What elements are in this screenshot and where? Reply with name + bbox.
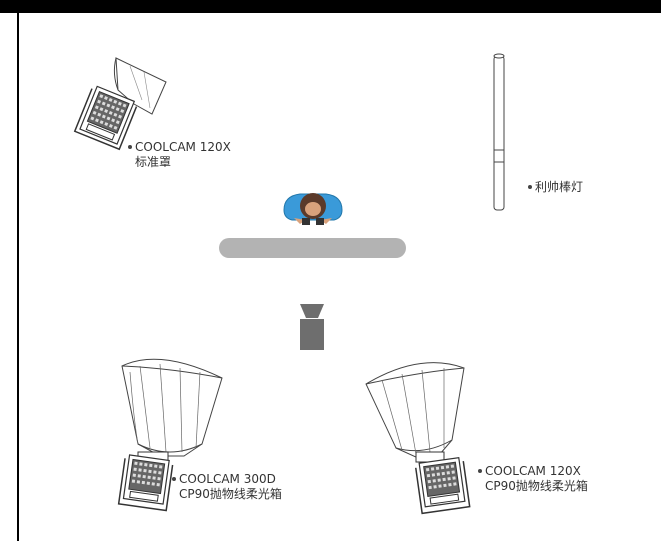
coolcam-300d-softbox-icon bbox=[117, 358, 223, 512]
light-name: COOLCAM 120X bbox=[485, 464, 581, 478]
tube-light-icon bbox=[493, 53, 505, 211]
light-label-right-tube: 利帅棒灯 bbox=[528, 180, 583, 195]
backdrop-bar bbox=[219, 238, 406, 258]
light-modifier: CP90抛物线柔光箱 bbox=[179, 487, 282, 501]
camera-icon bbox=[300, 304, 324, 350]
coolcam-120x-standard-reflector-icon bbox=[73, 57, 167, 151]
light-label-top-left: COOLCAM 120X 标准罩 bbox=[128, 140, 231, 170]
bullet-dot bbox=[478, 468, 482, 473]
light-label-bottom-right: COOLCAM 120X CP90抛物线柔光箱 bbox=[478, 464, 588, 494]
light-name: 利帅棒灯 bbox=[535, 180, 584, 194]
light-name: COOLCAM 300D bbox=[179, 472, 276, 486]
light-name: COOLCAM 120X bbox=[135, 140, 231, 154]
top-frame-bar bbox=[0, 0, 661, 13]
coolcam-120x-softbox-icon bbox=[365, 362, 471, 515]
light-label-bottom-left: COOLCAM 300D CP90抛物线柔光箱 bbox=[172, 472, 282, 502]
left-frame-line bbox=[17, 13, 19, 541]
light-modifier: 标准罩 bbox=[135, 155, 172, 169]
subject-person-icon bbox=[283, 193, 343, 225]
bullet-dot bbox=[128, 144, 132, 149]
bullet-dot bbox=[172, 476, 176, 481]
bullet-dot bbox=[528, 184, 532, 189]
light-modifier: CP90抛物线柔光箱 bbox=[485, 479, 588, 493]
